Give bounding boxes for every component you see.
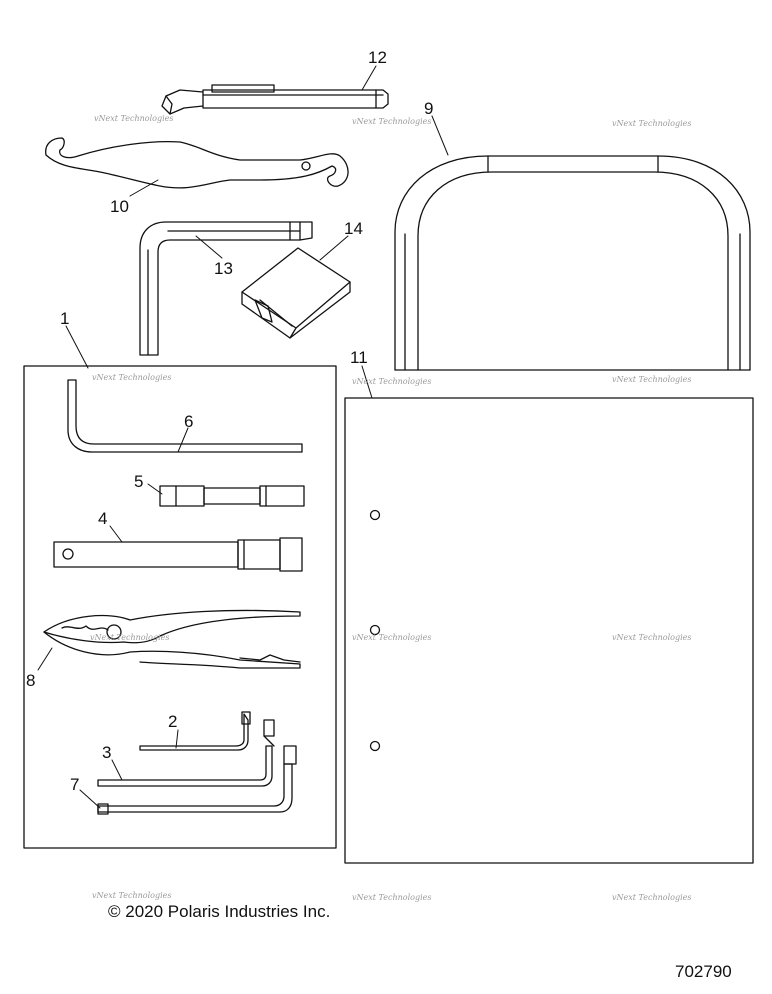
watermark-text: vNext Technologies	[352, 377, 431, 386]
watermark-text: vNext Technologies	[92, 891, 171, 900]
callout-9: 9	[424, 99, 433, 118]
callout-14: 14	[344, 219, 363, 238]
callout-1: 1	[60, 309, 69, 328]
watermark-text: vNext Technologies	[92, 373, 171, 382]
callout-3: 3	[102, 743, 111, 762]
callout-labels: 12 9 10 13 14 1 11 6 5 4 8 2 3 7	[26, 48, 433, 794]
part-6-hex-key	[67, 379, 303, 453]
part-10-spanner-wrench	[45, 137, 349, 189]
watermark-text: vNext Technologies	[90, 633, 169, 642]
callout-11: 11	[350, 348, 368, 367]
part-3-torx-key	[97, 719, 275, 787]
part-1-tool-bag-outline	[23, 365, 337, 849]
watermark-text: vNext Technologies	[612, 375, 691, 384]
callout-5: 5	[134, 472, 143, 491]
callout-7: 7	[70, 775, 79, 794]
callout-12: 12	[368, 48, 387, 67]
watermark-text: vNext Technologies	[94, 114, 173, 123]
part-14-pouch	[241, 247, 351, 339]
watermark-text: vNext Technologies	[352, 117, 431, 126]
watermarks: vNext Technologies vNext Technologies vN…	[90, 114, 691, 902]
part-13-l-wrench	[139, 221, 313, 356]
callout-2: 2	[168, 712, 177, 731]
part-11-panel	[344, 397, 754, 864]
part-9-frame	[394, 155, 751, 371]
part-2-torx-key	[139, 711, 251, 751]
copyright-notice: © 2020 Polaris Industries Inc.	[108, 902, 331, 921]
callout-8: 8	[26, 671, 35, 690]
callout-13: 13	[214, 259, 233, 278]
part-12-handle	[161, 84, 389, 115]
watermark-text: vNext Technologies	[352, 633, 431, 642]
watermark-text: vNext Technologies	[352, 893, 431, 902]
callout-10: 10	[110, 197, 129, 216]
part-4-spark-plug-wrench	[53, 537, 303, 572]
callout-4: 4	[98, 509, 107, 528]
leader-lines	[37, 65, 449, 809]
part-8-pliers	[43, 609, 301, 669]
diagram-number: 702790	[675, 962, 732, 981]
part-7-torx-key	[97, 745, 297, 815]
watermark-text: vNext Technologies	[612, 633, 691, 642]
watermark-text: vNext Technologies	[612, 119, 691, 128]
callout-6: 6	[184, 412, 193, 431]
part-5-socket	[159, 485, 305, 507]
watermark-text: vNext Technologies	[612, 893, 691, 902]
